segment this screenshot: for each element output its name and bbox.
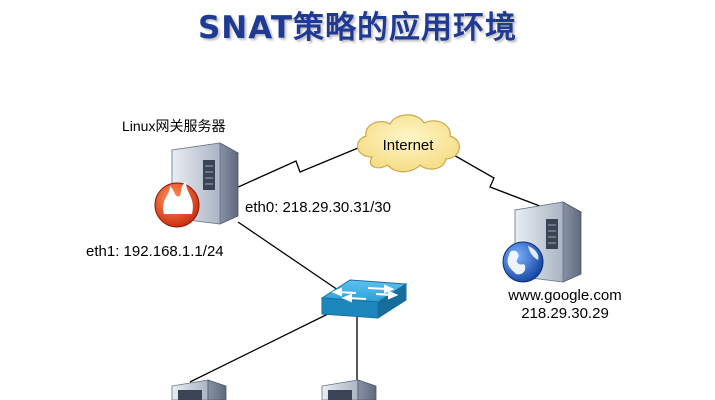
lan-link-switch-client-left [189,309,337,383]
page-title: SNAT策略的应用环境 [197,10,517,46]
client-pc-icon-right [321,379,377,400]
firewall-icon [154,182,200,228]
web-server-icon [513,201,583,283]
client-pc-icon-left [171,379,227,400]
wan-link-gateway-internet [235,147,359,189]
internet-cloud-icon [356,114,460,173]
wan-link-internet-webserver [444,149,546,209]
internet-label: Internet [382,137,434,154]
links [189,147,546,383]
eth0-label: eth0: 218.29.30.31/30 [245,199,391,216]
web-server-ip-label: 218.29.30.29 [521,305,609,322]
lan-link-gateway-switch [237,221,339,291]
eth1-label: eth1: 192.168.1.1/24 [86,243,224,260]
switch-icon [320,279,408,319]
globe-icon [502,241,544,283]
gateway-label: Linux网关服务器 [122,118,226,134]
web-server-host-label: www.google.com [508,287,622,304]
